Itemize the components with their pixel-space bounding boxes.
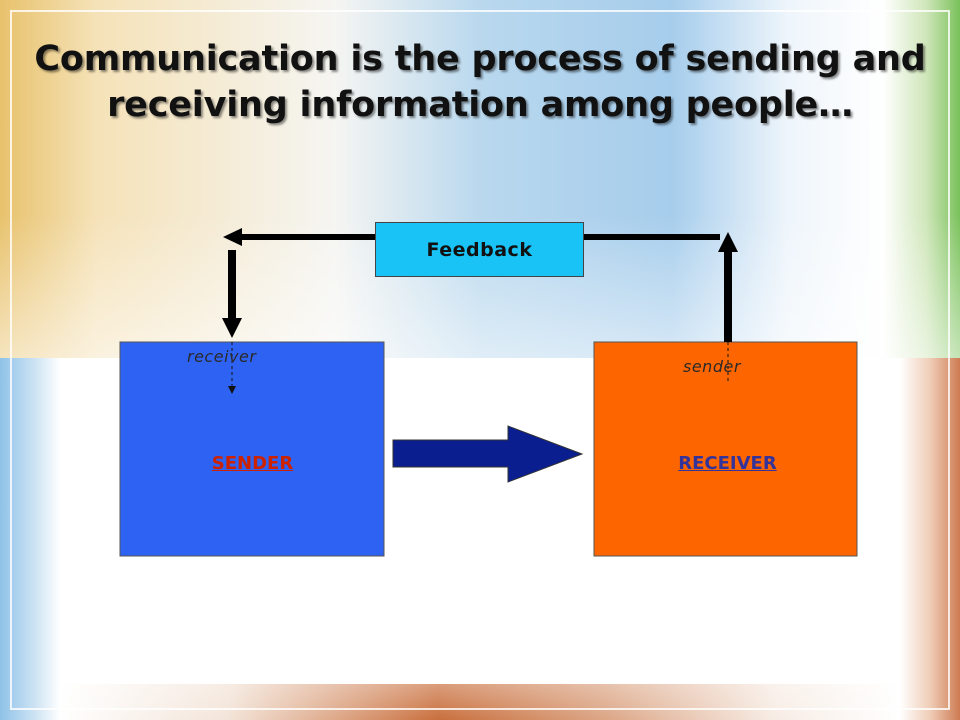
feedback-label: Feedback [426, 238, 533, 261]
sender-label: SENDER [211, 453, 294, 474]
feedback-left-arrow [223, 228, 375, 246]
receiver-label: RECEIVER [678, 453, 777, 474]
message-arrow [392, 425, 584, 483]
feedback-box: Feedback [375, 222, 584, 277]
receiver-box [593, 341, 858, 557]
feedback-up-arrow [718, 232, 738, 342]
sender-box [119, 341, 385, 557]
feedback-down-arrow [222, 250, 242, 338]
feedback-top-line-right [584, 234, 720, 240]
receiver-role-label: receiver [187, 347, 257, 366]
slide-title: Communication is the process of sending … [34, 39, 926, 125]
sender-role-label: sender [683, 357, 741, 376]
